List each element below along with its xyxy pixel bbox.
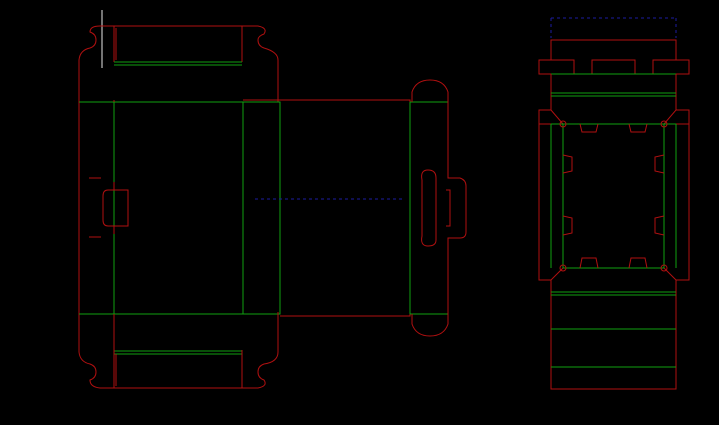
tray-corner-hole-br bbox=[660, 264, 668, 272]
hang-hole-left bbox=[102, 189, 114, 227]
tray-top-lid bbox=[550, 39, 677, 60]
main-box-dieline bbox=[78, 25, 467, 389]
bottom-right-ear bbox=[242, 312, 279, 389]
top-dust-flap-fold bbox=[114, 61, 242, 66]
hang-tab-notch bbox=[446, 189, 451, 227]
tray-base-side-folds bbox=[550, 124, 677, 268]
panel-top-edge bbox=[113, 99, 280, 102]
tuck-panel-folds bbox=[409, 101, 448, 315]
tray-base-inner bbox=[562, 123, 665, 269]
hang-tab-slot bbox=[421, 169, 437, 247]
tray-lid-sides bbox=[550, 74, 677, 110]
tray-right-notches bbox=[654, 154, 665, 236]
tray-upper-left-gusset bbox=[538, 109, 565, 125]
tray-left-notches bbox=[562, 154, 573, 236]
top-dust-flap bbox=[113, 25, 243, 62]
tray-bottom-notches bbox=[579, 257, 648, 269]
glue-flap-slot bbox=[89, 177, 101, 238]
back-panel bbox=[280, 99, 411, 317]
tray-base-outer bbox=[538, 124, 690, 268]
left-flap-outline bbox=[78, 25, 114, 389]
bottom-dust-flap-fold bbox=[114, 350, 242, 355]
tray-upper-right-gusset bbox=[662, 109, 690, 125]
tray-locking-tabs bbox=[538, 59, 690, 75]
tray-bottom-lid-folds bbox=[551, 291, 676, 368]
front-panel bbox=[79, 101, 281, 315]
tray-lower-left-gusset bbox=[538, 267, 564, 281]
tray-dieline bbox=[538, 17, 690, 390]
top-right-ear bbox=[242, 25, 279, 102]
hang-hole-tab bbox=[114, 189, 129, 227]
bottom-dust-flap bbox=[113, 314, 243, 389]
tuck-panel bbox=[411, 79, 467, 337]
tray-corner-hole-tl bbox=[559, 120, 567, 128]
tray-lower-right-gusset bbox=[663, 267, 690, 281]
tray-corner-hole-tr bbox=[660, 120, 668, 128]
tray-top-notches bbox=[579, 123, 648, 133]
tray-lid-fold-2 bbox=[551, 92, 676, 97]
tray-bottom-lid bbox=[550, 280, 677, 390]
tray-corner-hole-bl bbox=[559, 264, 567, 272]
